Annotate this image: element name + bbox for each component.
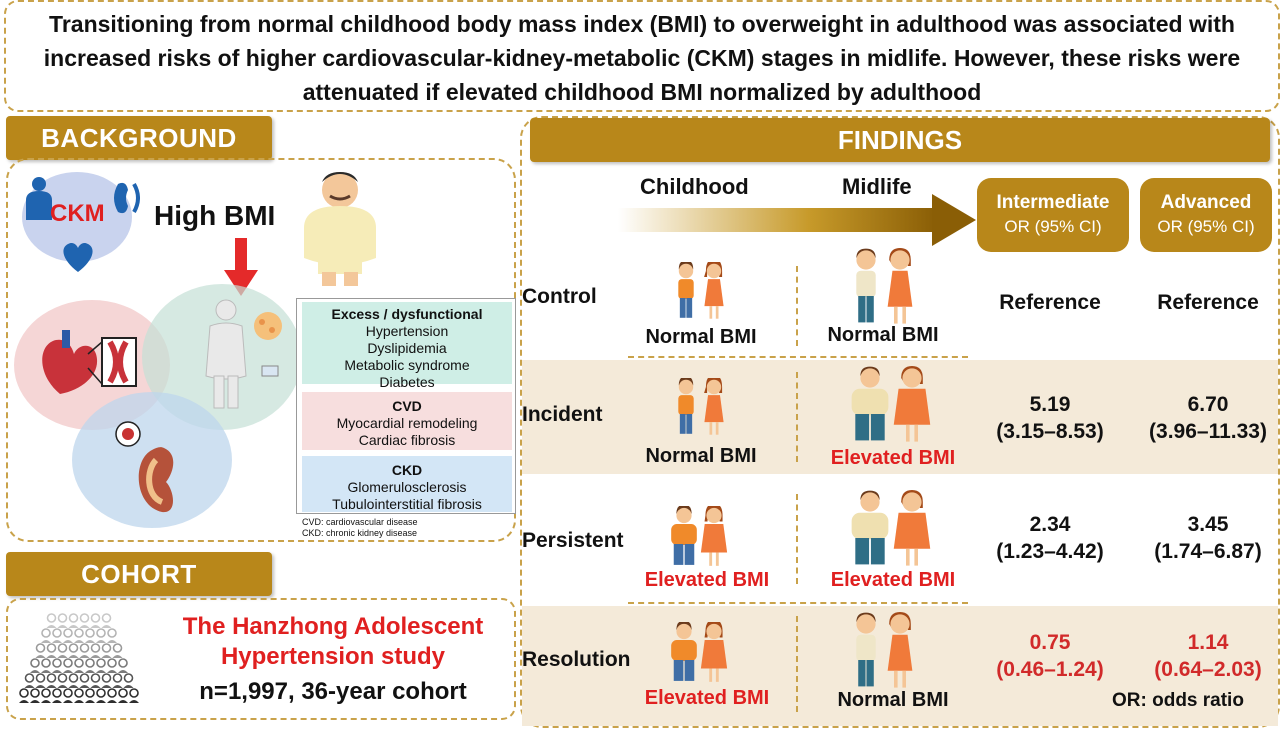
adult-elevated-figure [844, 366, 944, 446]
heart-illustration [36, 324, 146, 409]
advanced-ci: (0.64–2.03) [1154, 658, 1262, 681]
adult-normal-figure [844, 248, 924, 328]
ckd-footnote: CKD: chronic kidney disease [302, 528, 418, 538]
intermediate-header: Intermediate OR (95% CI) [977, 178, 1129, 252]
adult-elevated-figure [844, 490, 944, 570]
child-normal-figure [670, 262, 730, 322]
person-icon [22, 176, 56, 225]
metabolic-item: Hypertension [365, 323, 449, 339]
or-footnote: OR: odds ratio [1112, 690, 1244, 711]
column-divider [796, 372, 798, 462]
row-label-resolution: Resolution [522, 648, 631, 671]
cohort-frame [6, 598, 516, 720]
intermediate-or: Reference [999, 291, 1101, 314]
cvd-item: Cardiac fibrosis [358, 432, 456, 448]
ckm-label: CKM [50, 200, 105, 227]
advanced-header: Advanced OR (95% CI) [1140, 178, 1272, 252]
background-header: BACKGROUND [6, 116, 272, 160]
column-divider [796, 494, 798, 584]
findings-frame [520, 116, 1280, 728]
advanced-or: 1.14 [1187, 631, 1229, 654]
ckd-box: CKD Glomerulosclerosis Tubulointerstitia… [302, 456, 512, 512]
obese-man-illustration [294, 168, 386, 293]
child-bmi-label: Normal BMI [645, 445, 757, 467]
row-label-persistent: Persistent [522, 529, 624, 552]
midlife-header: Midlife [842, 174, 912, 199]
intermediate-or: 2.34 [1029, 513, 1071, 536]
metabolic-box: Excess / dysfunctional Hypertension Dysl… [302, 302, 512, 390]
adult-bmi-label: Elevated BMI [830, 447, 956, 469]
metabolic-heading: Excess / dysfunctional [331, 306, 483, 322]
cohort-header: COHORT [6, 552, 272, 596]
row-divider [628, 602, 968, 604]
adult-bmi-label: Normal BMI [827, 324, 939, 346]
advanced-or: 3.45 [1187, 513, 1229, 536]
advanced-or: Reference [1157, 291, 1259, 314]
findings-header: FINDINGS [530, 118, 1270, 162]
advanced-ci: (3.96–11.33) [1149, 420, 1267, 443]
childhood-header: Childhood [640, 174, 749, 199]
ckd-item: Glomerulosclerosis [347, 479, 467, 495]
intermediate-sub: OR (95% CI) [1004, 217, 1102, 236]
kidney-illustration [112, 420, 212, 525]
column-divider [796, 616, 798, 712]
advanced-title: Advanced [1160, 192, 1252, 213]
intermediate-or: 0.75 [1029, 631, 1071, 654]
body-illustration [196, 296, 296, 417]
heart-icon [58, 236, 98, 281]
child-bmi-label: Normal BMI [645, 326, 757, 348]
study-name-line2: Hypertension study [220, 643, 446, 670]
ckd-item: Tubulointerstitial fibrosis [332, 496, 482, 512]
intermediate-ci: (3.15–8.53) [996, 420, 1104, 443]
cvd-heading: CVD [392, 398, 422, 414]
adult-bmi-label: Normal BMI [837, 689, 949, 711]
intermediate-title: Intermediate [996, 192, 1110, 213]
metabolic-item: Diabetes [379, 374, 435, 390]
child-elevated-figure [666, 622, 732, 688]
advanced-sub: OR (95% CI) [1157, 217, 1255, 236]
intermediate-or: 5.19 [1029, 393, 1071, 416]
title-frame [4, 0, 1280, 112]
cohort-size: n=1,997, 36-year cohort [199, 678, 467, 705]
row-divider [628, 356, 968, 358]
cvd-item: Myocardial remodeling [336, 415, 478, 431]
advanced-or: 6.70 [1187, 393, 1229, 416]
population-pyramid-icon [14, 612, 144, 717]
page-title: Transitioning from normal childhood body… [43, 11, 1241, 105]
child-bmi-label: Elevated BMI [644, 687, 770, 709]
advanced-ci: (1.74–6.87) [1154, 540, 1262, 563]
child-elevated-figure [666, 506, 732, 572]
timeline-arrow [618, 194, 978, 251]
kidney-icon [112, 180, 140, 221]
cvd-footnote: CVD: cardiovascular disease [302, 517, 418, 527]
child-bmi-label: Elevated BMI [644, 569, 770, 591]
metabolic-item: Metabolic syndrome [344, 357, 470, 373]
row-label-incident: Incident [522, 403, 603, 426]
ckd-heading: CKD [391, 462, 423, 478]
adult-normal-figure [844, 612, 924, 692]
column-divider [796, 266, 798, 346]
adult-bmi-label: Elevated BMI [830, 569, 956, 591]
study-name: The Hanzhong Adolescent Hypertension stu… [152, 612, 514, 672]
study-name-line1: The Hanzhong Adolescent [182, 613, 484, 640]
down-arrow-icon [224, 238, 258, 303]
intermediate-ci: (0.46–1.24) [996, 658, 1104, 681]
cvd-box: CVD Myocardial remodeling Cardiac fibros… [302, 392, 512, 450]
high-bmi-label: High BMI [154, 200, 276, 231]
row-label-control: Control [522, 285, 597, 308]
intermediate-ci: (1.23–4.42) [996, 540, 1104, 563]
metabolic-item: Dyslipidemia [367, 340, 447, 356]
child-normal-figure [670, 378, 730, 438]
